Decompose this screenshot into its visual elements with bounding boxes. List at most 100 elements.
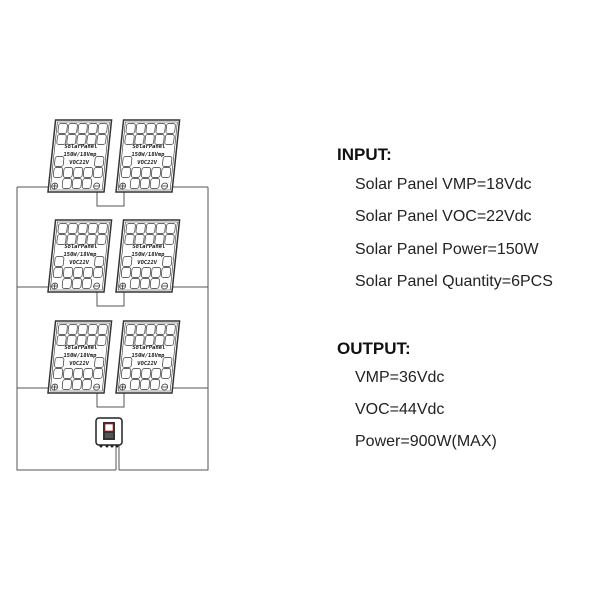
solar-cell [164, 335, 175, 346]
solar-cell [54, 256, 65, 267]
solar-cell [67, 223, 78, 234]
solar-cell [134, 234, 145, 245]
solar-cell [52, 267, 64, 278]
panel-label: VOC22V [137, 260, 158, 266]
panel-label: VOC22V [137, 160, 158, 166]
input-quantity: Solar Panel Quantity=6PCS [355, 273, 553, 290]
solar-cell [54, 357, 65, 368]
solar-cell [135, 223, 146, 234]
solar-cell [129, 379, 140, 390]
solar-cell [160, 368, 172, 379]
row2-series-wire [96, 287, 125, 307]
panel-label: 150W/18Vmp [63, 252, 97, 258]
panel-label: SolarPanel [132, 144, 166, 150]
panel-label: VOC22V [137, 361, 158, 367]
solar-cell [125, 324, 136, 335]
solar-cell [86, 234, 97, 245]
output-voc: VOC=44Vdc [355, 401, 445, 418]
solar-cell [155, 123, 166, 134]
solar-cell [149, 278, 160, 289]
solar-cell [61, 379, 72, 390]
solar-cell [155, 223, 166, 234]
solar-cell [139, 178, 150, 189]
solar-cell [87, 324, 98, 335]
solar-cell [160, 267, 172, 278]
solar-cell [144, 335, 155, 346]
solar-cell [67, 123, 78, 134]
solar-cell [145, 123, 156, 134]
solar-cell [52, 368, 64, 379]
solar-cell [122, 156, 133, 167]
solar-cell [154, 335, 165, 346]
output-vmp: VMP=36Vdc [355, 369, 445, 386]
solar-cell [160, 167, 172, 178]
panel-label: 150W/18Vmp [131, 353, 165, 359]
solar-cell [54, 156, 65, 167]
solar-cell [124, 335, 135, 346]
row1-series-wire [96, 187, 125, 207]
row3-series-wire [96, 388, 125, 408]
solar-cell [135, 324, 146, 335]
solar-cell [56, 335, 67, 346]
panel-label: 150W/18Vmp [63, 353, 97, 359]
solar-cell [56, 134, 67, 145]
solar-cell [140, 167, 152, 178]
solar-cell [82, 267, 94, 278]
solar-cell [164, 134, 175, 145]
solar-cell [120, 167, 132, 178]
solar-cell [155, 324, 166, 335]
panel-label: 150W/18Vmp [63, 152, 97, 158]
combiner-box [95, 417, 123, 448]
solar-cell [150, 368, 162, 379]
solar-cell [81, 278, 92, 289]
solar-cell [76, 335, 87, 346]
solar-cell [92, 267, 104, 278]
solar-cell [57, 223, 68, 234]
solar-cell [67, 324, 78, 335]
solar-cell [57, 324, 68, 335]
solar-cell [94, 256, 105, 267]
solar-cell [92, 167, 104, 178]
solar-cell [66, 234, 77, 245]
solar-cell [71, 178, 82, 189]
solar-cell [124, 234, 135, 245]
solar-cell [62, 167, 74, 178]
solar-cell [86, 335, 97, 346]
solar-cell [94, 156, 105, 167]
solar-cell [62, 368, 74, 379]
solar-cell [76, 134, 87, 145]
solar-cell [134, 134, 145, 145]
panel-label: VOC22V [69, 260, 90, 266]
input-vmp: Solar Panel VMP=18Vdc [355, 176, 532, 193]
solar-cell [77, 123, 88, 134]
solar-cell [145, 324, 156, 335]
solar-cell [97, 324, 108, 335]
solar-cell [165, 123, 176, 134]
solar-cell [150, 167, 162, 178]
input-power: Solar Panel Power=150W [355, 241, 539, 258]
solar-cell [162, 256, 173, 267]
input-voc: Solar Panel VOC=22Vdc [355, 208, 532, 225]
solar-cell [130, 368, 142, 379]
output-heading: OUTPUT: [337, 339, 411, 358]
solar-cell [56, 234, 67, 245]
solar-cell [150, 267, 162, 278]
solar-cell [62, 267, 74, 278]
solar-cell [154, 134, 165, 145]
solar-cell [139, 379, 150, 390]
solar-cell [165, 223, 176, 234]
output-power: Power=900W(MAX) [355, 433, 497, 450]
solar-cell [140, 368, 152, 379]
panel-label: VOC22V [69, 160, 90, 166]
solar-cell [87, 123, 98, 134]
left-rail-wire [16, 187, 116, 471]
solar-cell [120, 267, 132, 278]
solar-cell [130, 167, 142, 178]
solar-cell [140, 267, 152, 278]
panel-label: SolarPanel [132, 345, 166, 351]
